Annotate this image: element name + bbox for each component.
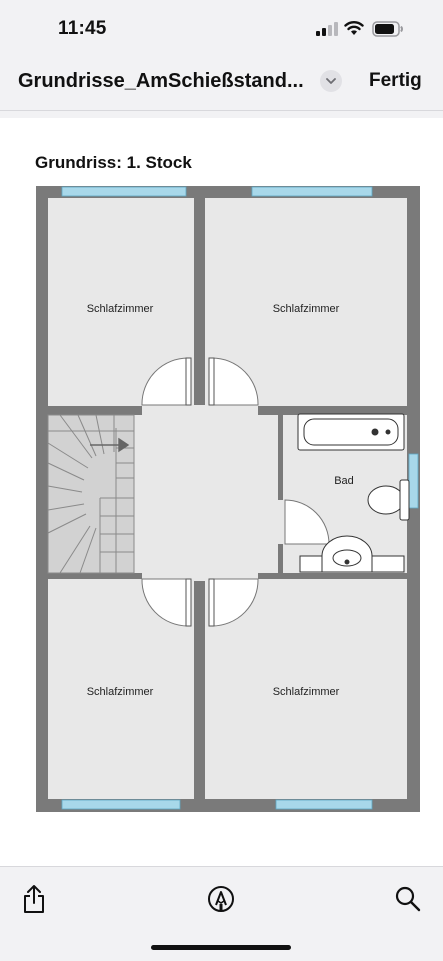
status-bar: 11:45	[0, 0, 443, 58]
search-button[interactable]	[390, 881, 426, 917]
windows	[61, 186, 419, 810]
battery-icon	[372, 21, 403, 37]
chevron-down-icon	[326, 77, 336, 84]
title-menu-button[interactable]	[320, 70, 342, 92]
bathtub	[297, 413, 405, 451]
door-swings	[141, 357, 330, 627]
navigation-bar: Grundrisse_AmSchießstand... Fertig	[0, 58, 443, 111]
toilet	[367, 479, 410, 521]
floor-plan-title: Grundriss: 1. Stock	[35, 153, 192, 172]
wifi-icon	[344, 21, 364, 35]
room-label-top-right: Schlafzimmer	[272, 303, 340, 315]
door-gap-top	[142, 405, 258, 417]
room-label-bottom-left: Schlafzimmer	[86, 686, 154, 698]
room-label-bottom-right: Schlafzimmer	[272, 686, 340, 698]
stair-arrow-icon	[90, 437, 130, 453]
share-icon	[24, 885, 44, 913]
door-gap-bath	[276, 500, 285, 544]
document-title[interactable]: Grundrisse_AmSchießstand...	[18, 70, 304, 92]
staircase	[47, 414, 135, 574]
sink	[299, 535, 405, 573]
document-page: Grundriss: 1. Stock	[0, 118, 443, 866]
share-button[interactable]	[16, 881, 52, 917]
markup-button[interactable]	[203, 881, 239, 917]
done-button[interactable]: Fertig	[369, 70, 422, 91]
door-leaves	[185, 357, 215, 627]
search-icon	[395, 886, 421, 912]
room-label-bath: Bad	[334, 475, 354, 487]
home-indicator	[151, 945, 291, 950]
room-label-top-left: Schlafzimmer	[86, 303, 154, 315]
cellular-signal-icon	[316, 22, 338, 36]
door-gap-bottom	[142, 571, 258, 581]
floor-plan	[36, 186, 420, 812]
status-time: 11:45	[58, 18, 107, 39]
markup-icon	[208, 886, 234, 912]
